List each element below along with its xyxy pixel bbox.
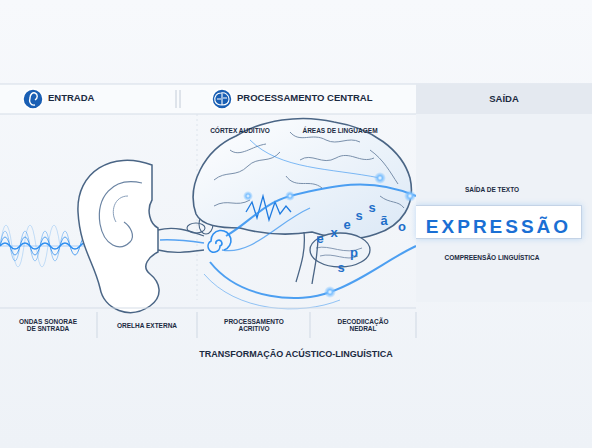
ear-icon: [23, 89, 43, 109]
part-label: ÁREAS DE LINGUAGEM: [302, 127, 377, 134]
brain: [193, 118, 411, 284]
column-heading: SAÍDA: [416, 84, 592, 104]
flow-letter: x: [330, 226, 337, 241]
neural-flow: [204, 140, 416, 309]
stage-label: PROCESSAMENTO ACRITIVO: [219, 318, 289, 333]
flow-letter: s: [368, 201, 375, 216]
flow-letter: ã: [380, 214, 387, 229]
stage-label: ONDAS SONORAE DE SNTRADA: [15, 318, 81, 333]
stage-label: DECODIICAÇÃO NEDRAL: [327, 318, 399, 333]
flow-letter: e: [343, 218, 350, 233]
expression-box: EXPRESSÃO: [416, 205, 582, 239]
column-heading: ENTRADA: [48, 93, 94, 104]
flow-letter: p: [350, 246, 358, 261]
brain-icon: [212, 89, 232, 109]
flow-letter: s: [337, 261, 344, 276]
diagram-caption: TRANSFORMAÇÃO ACÚSTICO-LINGUÍSTICA: [199, 349, 393, 359]
column-divider: [176, 90, 177, 108]
row-dividers: [97, 312, 416, 338]
output-label: COMPREENSÃO LINGUÍSTICA: [445, 254, 540, 261]
row-rule: [0, 308, 416, 309]
flow-letter: o: [398, 220, 406, 235]
column-divider: [180, 90, 181, 108]
expression-word: EXPRESSÃO: [426, 207, 571, 238]
flow-letter: s: [355, 209, 362, 224]
flow-letter: e: [316, 232, 323, 247]
output-label: SAÍDA DE TEXTO: [465, 186, 519, 193]
glow-dots: [243, 172, 416, 298]
column-heading: PROCESSAMENTO CENTRAL: [237, 93, 372, 104]
stage-label: ORELHA EXTERNA: [117, 322, 177, 329]
part-label: CÓRTEX AUDITIVO: [210, 127, 270, 134]
